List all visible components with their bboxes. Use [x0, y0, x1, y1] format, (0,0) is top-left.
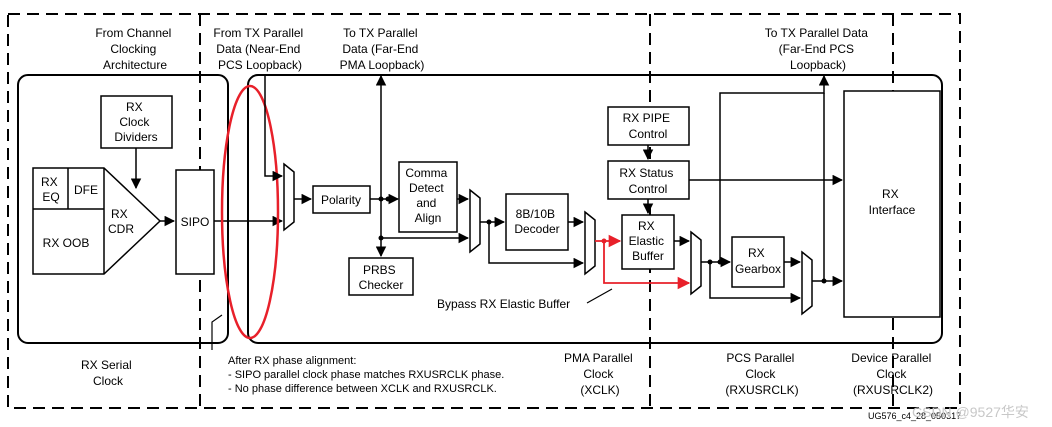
- from-channel-clocking-label: From Channel Clocking Architecture: [95, 26, 174, 72]
- rx-pipe-control-block: [607, 106, 690, 146]
- pma-parallel-clock-label: PMA Parallel Clock (XCLK): [564, 351, 636, 397]
- elastic-buffer-bypass-arrow: [603, 241, 691, 290]
- far-end-pcs-loopback-arrow: [719, 74, 830, 262]
- note-pointer-line: [211, 314, 223, 350]
- junction-dot: [385, 196, 391, 202]
- prbs-checker-text: PRBS Checker: [359, 263, 404, 292]
- mux-4: [690, 230, 702, 296]
- rx-elastic-buffer-block: [621, 214, 675, 270]
- rx-oob-text: RX OOB: [43, 236, 90, 250]
- pcs-parallel-clock-label: PCS Parallel Clock (RXUSRCLK): [725, 351, 798, 397]
- comma-detect-block: [398, 161, 458, 233]
- sipo-block: [175, 169, 215, 275]
- rx-pipe-control-text: RX PIPE Control: [623, 111, 674, 141]
- gearbox-bypass-arrow: [709, 262, 802, 304]
- rx-interface-block: [843, 90, 941, 318]
- phase-alignment-note: After RX phase alignment: - SIPO paralle…: [228, 355, 507, 395]
- polarity-text: Polarity: [321, 193, 361, 207]
- prbs-checker-block: [348, 257, 414, 296]
- highlight-ellipse: [220, 84, 280, 340]
- mux-1: [283, 162, 295, 232]
- device-parallel-clock-label: Device Parallel Clock (RXUSRCLK2): [851, 351, 934, 397]
- rx-gearbox-block: [731, 236, 785, 288]
- clock-domain-borders: [7, 13, 961, 409]
- bypass-pointer-line: [586, 288, 613, 304]
- outer-dashed-border: [7, 13, 961, 409]
- rx-elastic-buffer-text: RX Elastic Buffer: [629, 219, 668, 263]
- mux-2: [469, 188, 481, 254]
- analog-frontend-shape: [32, 167, 162, 275]
- dfe-text: DFE: [74, 183, 98, 197]
- rx-status-control-text: RX Status Control: [619, 166, 676, 196]
- pcs-region-box: [247, 74, 943, 344]
- decoder-block: [505, 193, 569, 251]
- decoder-bypass-arrow: [488, 222, 585, 269]
- near-end-loopback-arrow: [264, 75, 284, 182]
- bypass-label: Bypass RX Elastic Buffer: [437, 297, 570, 311]
- to-tx-far-end-pma-label: To TX Parallel Data (Far-End PMA Loopbac…: [340, 26, 425, 72]
- mux-5: [801, 250, 813, 316]
- mux-3: [584, 210, 596, 276]
- from-tx-near-end-label: From TX Parallel Data (Near-End PCS Loop…: [213, 26, 306, 72]
- comma-detect-text: Comma Detect and Align: [405, 166, 450, 225]
- pma-region-box: [17, 74, 229, 344]
- decoder-text: 8B/10B Decoder: [514, 207, 559, 236]
- rx-serial-clock-label: RX Serial Clock: [81, 358, 135, 388]
- sipo-text: SIPO: [181, 215, 210, 229]
- rx-clock-dividers-text: RX Clock Dividers: [114, 100, 157, 144]
- rx-eq-text: RX EQ: [41, 175, 61, 204]
- to-tx-far-end-pcs-label: To TX Parallel Data (Far-End PCS Loopbac…: [765, 26, 872, 72]
- rx-gearbox-text: RX Gearbox: [735, 246, 781, 276]
- rx-interface-text: RX Interface: [869, 187, 916, 217]
- figure-id: UG576_c4_28_050317: [868, 411, 961, 421]
- rx-cdr-text: RX CDR: [108, 207, 134, 236]
- watermark: CSDN @9527华安: [912, 404, 1029, 420]
